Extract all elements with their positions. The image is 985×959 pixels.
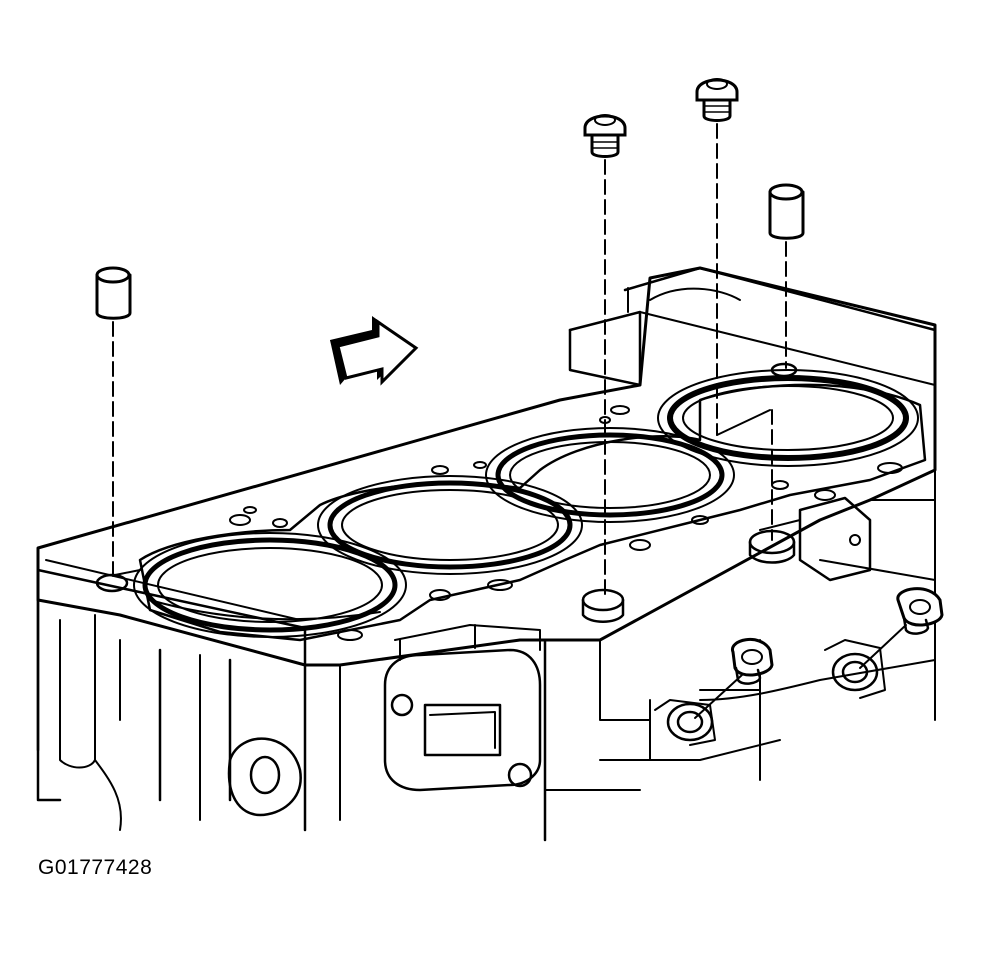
head-bolt-rear — [695, 78, 739, 122]
deck-bolt-holes — [95, 362, 798, 623]
front-direction-arrow-icon — [330, 316, 419, 386]
cylinder-bore-3 — [485, 427, 735, 523]
head-bolt-center — [583, 114, 627, 158]
figure-id-label: G01777428 — [38, 856, 153, 879]
leader-lines — [112, 123, 907, 719]
front-outlet-flange — [383, 624, 542, 792]
side-bolt-right — [896, 587, 944, 635]
engine-block — [36, 266, 937, 842]
head-gasket — [114, 369, 927, 642]
side-bolt-boss-right — [824, 639, 886, 699]
dowel-pin-left — [95, 266, 132, 320]
side-bolt-left — [731, 637, 774, 685]
cylinder-bore-2 — [317, 475, 583, 575]
cylinder-bore-4 — [657, 369, 919, 467]
dowel-pin-right — [768, 183, 805, 240]
cylinder-bore-1 — [133, 532, 407, 638]
